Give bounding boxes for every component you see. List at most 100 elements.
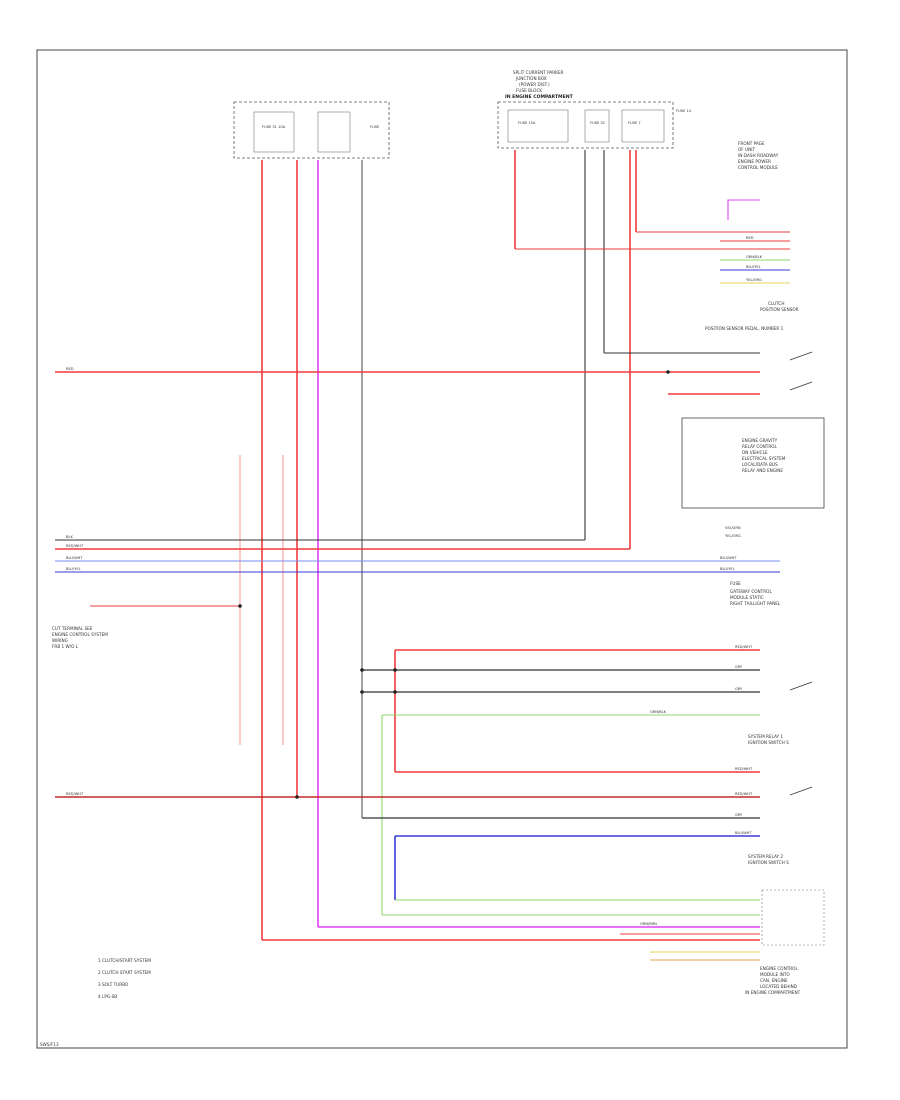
- dot-4: [393, 690, 397, 694]
- fuse-blocks: [233, 101, 674, 159]
- component-clutch: CLUTCH POSITION SENSOR POSITION SENSOR P…: [705, 301, 799, 331]
- wire-label-vio-grn: VIO/GRN: [725, 526, 741, 530]
- wire-label-gry-2: GRY: [735, 687, 743, 691]
- header-line-4: FUSE BLOCK: [516, 88, 542, 93]
- switch-relay-1: [789, 681, 813, 691]
- left-line-3: WIRING: [52, 638, 68, 643]
- diagram-frame: [36, 49, 848, 1049]
- sensor-harness: [515, 199, 790, 284]
- wire-label-red-1: RED: [66, 367, 74, 371]
- wire-label-blu-wht: BLU/WHT: [66, 556, 83, 560]
- wire-label-blk: BLK: [66, 535, 73, 539]
- wire-label-red-r3: RED/WHT: [735, 792, 753, 796]
- switch2-line-1: SYSTEM RELAY 2: [748, 854, 783, 859]
- wire-label-blu-yel: BLU/YEL: [66, 567, 81, 571]
- wire-label-blu: BLU/WHT: [735, 831, 752, 835]
- left-line-2: ENGINE CONTROL SYSTEM: [52, 632, 108, 637]
- brake-line-3: MODULE STATIC: [730, 595, 764, 600]
- wire-label-gry-3: GRY: [735, 813, 743, 817]
- fuse-label-1: FUSE 31 10A: [262, 125, 286, 129]
- wire-label-gry-1: GRY: [735, 665, 743, 669]
- fuse-label-4: FUSE 32: [590, 121, 605, 125]
- fuse-labels: FUSE 31 10A FUSE FUSE 15A FUSE 32 FUSE 7…: [262, 109, 692, 129]
- header-line-1: SPLIT CURRENT PARKER: [513, 70, 564, 75]
- component-gateway: ENGINE GRAVITY RELAY CONTROL ON VEHICLE …: [742, 438, 786, 473]
- component-ecu: ENGINE CONTROL MODULE INTO CAN, ENGINE L…: [745, 966, 801, 995]
- switch-clutch-1: [789, 351, 813, 361]
- component-sensor: FRONT PAGE OF UNIT IN-DASH ROADWAY ENGIN…: [738, 141, 779, 170]
- sensor-line-1: FRONT PAGE: [738, 141, 765, 146]
- fuse-label-6: FUSE 14: [676, 109, 692, 113]
- wire-label-red-s1: RED: [746, 236, 754, 240]
- fuse-cell-2: [317, 111, 351, 153]
- fuse-label-2: FUSE: [370, 125, 380, 129]
- wire-label-red-r1: RED/WHT: [735, 645, 753, 649]
- clutch-line-2: POSITION SENSOR: [760, 307, 799, 312]
- brake-line-1: FUSE: [730, 581, 741, 586]
- footer-code: SWS/F13: [40, 1042, 59, 1047]
- wire-label-red-wht-2: RED/WHT: [66, 792, 84, 796]
- sensor-line-5: CONTROL MODULE: [738, 165, 778, 170]
- brake-line-4: RIGHT TAILLIGHT PANEL: [730, 601, 781, 606]
- header-line-5: IN ENGINE COMPARTMENT: [505, 94, 574, 100]
- wire-label-blu-yel-r: BLU/YEL: [720, 567, 735, 571]
- wire-label-red-r2: RED/WHT: [735, 767, 753, 771]
- fuse-label-5: FUSE 7: [628, 121, 641, 125]
- component-switch2: SYSTEM RELAY 2 IGNITION SWITCH S: [748, 854, 789, 865]
- sensor-line-2: OF UNIT: [738, 147, 755, 152]
- fuse-block-right: [497, 101, 674, 149]
- dot-1: [295, 795, 299, 799]
- vertical-wires: [239, 150, 637, 940]
- wire-label-yel-org: YEL/ORG: [725, 534, 741, 538]
- brake-line-2: GATEWAY CONTROL: [730, 589, 772, 594]
- fuse-cells: [253, 109, 665, 153]
- ecu-box: [761, 889, 825, 946]
- dot-2: [238, 604, 242, 608]
- gateway-line-2: RELAY CONTROL: [742, 444, 778, 449]
- switch1-line-1: SYSTEM RELAY 1: [748, 734, 783, 739]
- legend-item-1: 1 CLUTCH/START SYSTEM: [98, 958, 151, 963]
- sensor-line-4: ENGINE POWER: [738, 159, 771, 164]
- dot-3: [393, 668, 397, 672]
- component-left: CUT TERMINAL SEE ENGINE CONTROL SYSTEM W…: [52, 626, 108, 649]
- clutch-line-1: CLUTCH: [768, 301, 785, 306]
- horizontal-wires: [55, 352, 780, 961]
- component-brake: FUSE GATEWAY CONTROL MODULE STATIC RIGHT…: [730, 581, 781, 606]
- gateway-line-5: LOCAL/DATA BUS: [742, 462, 778, 467]
- gateway-line-4: ELECTRICAL SYSTEM: [742, 456, 786, 461]
- left-line-1: CUT TERMINAL SEE: [52, 626, 93, 631]
- fuse-cell-3: [507, 109, 569, 143]
- fuse-label-3: FUSE 15A: [518, 121, 536, 125]
- dot-5: [666, 370, 670, 374]
- ecu-line-5: IN ENGINE COMPARTMENT: [745, 990, 801, 995]
- ecu-line-1: ENGINE CONTROL: [760, 966, 798, 971]
- junction-dots: [238, 370, 670, 799]
- fuse-box-header: SPLIT CURRENT PARKER JUNCTION BOX (POWER…: [505, 70, 574, 100]
- wire-label-blu-s: BLU/YEL: [746, 265, 761, 269]
- legend: 1 CLUTCH/START SYSTEM 2 CLUTCH START SYS…: [98, 958, 151, 999]
- fuse-block-left: [233, 101, 390, 159]
- fuse-cell-4: [584, 109, 610, 143]
- wire-label-grn-s: GRN/BLK: [746, 255, 763, 259]
- sensor-line-3: IN-DASH ROADWAY: [738, 153, 779, 158]
- switch-relay-2: [789, 786, 813, 796]
- gateway-line-3: ON VEHICLE: [742, 450, 768, 455]
- dot-6: [360, 668, 364, 672]
- switch1-line-2: IGNITION SWITCH S: [748, 740, 789, 745]
- header-line-2: JUNCTION BOX: [515, 76, 547, 81]
- left-line-4: FRB 1 W/O L: [52, 644, 79, 649]
- wire-label-blu-wht-r: BLU/WHT: [720, 556, 737, 560]
- fuse-cell-1: [253, 111, 295, 153]
- legend-item-2: 2 CLUTCH START SYSTEM: [98, 970, 151, 975]
- legend-item-4: 4 LPG-SB: [98, 994, 117, 999]
- ecu-line-2: MODULE INTO: [760, 972, 790, 977]
- switches: [789, 351, 813, 796]
- gateway-line-6: RELAY AND ENGINE: [742, 468, 783, 473]
- fuse-cell-5: [621, 109, 665, 143]
- component-switch1: SYSTEM RELAY 1 IGNITION SWITCH S: [748, 734, 789, 745]
- wire-label-orn-brn: ORN/BRN: [640, 922, 657, 926]
- ecu-line-4: LOCATED BEHIND: [760, 984, 797, 989]
- wire-label-yel-s: YEL/ORG: [746, 278, 762, 282]
- dot-7: [360, 690, 364, 694]
